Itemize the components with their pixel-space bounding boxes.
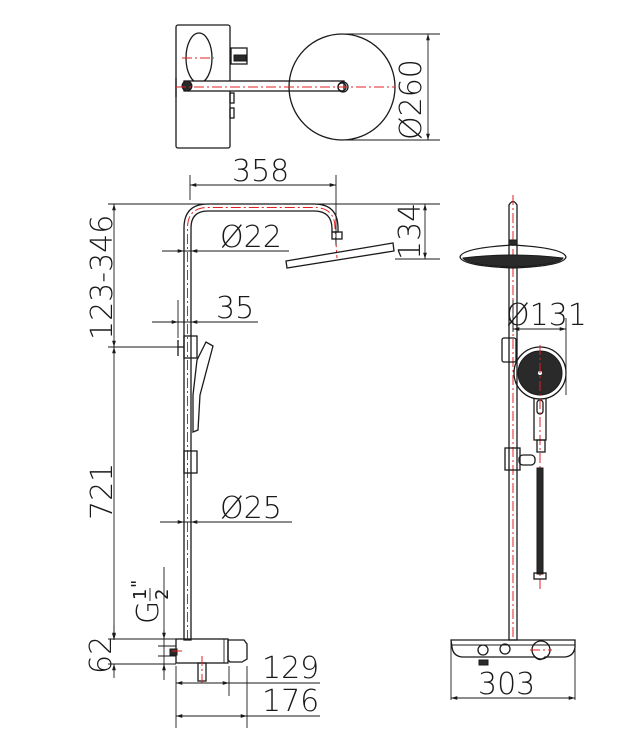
dim-valve-width: 303 — [478, 667, 535, 702]
svg-text:G: G — [131, 601, 166, 624]
bracket-top — [230, 47, 248, 65]
dim-arm-pipe-diameter: Ø22 — [220, 220, 282, 255]
showerhead-side — [285, 242, 395, 269]
dim-inlet-thread: G 1 2 " — [128, 580, 173, 624]
dim-head-drop: 134 — [393, 203, 428, 260]
side-view: 358 134 Ø22 123-346 35 721 — [84, 154, 440, 728]
dim-rail-height: 721 — [85, 463, 120, 520]
valve-knob-side — [227, 639, 248, 663]
dim-height-adjust: 123-346 — [85, 215, 120, 340]
top-view: Ø260 — [175, 24, 440, 149]
dim-wall-offset: 35 — [216, 291, 254, 326]
dim-rail-pipe-diameter: Ø25 — [220, 491, 282, 526]
dim-showerhead-diameter: Ø260 — [394, 59, 429, 140]
arm-top — [183, 80, 345, 92]
svg-text:1: 1 — [130, 589, 151, 600]
dim-valve-total-depth: 176 — [262, 684, 319, 719]
hose-front — [536, 467, 544, 575]
slider-upper-front — [501, 337, 517, 363]
dim-arm-reach: 358 — [232, 154, 289, 189]
front-view: Ø131 303 — [450, 195, 587, 702]
showerhead-front — [459, 244, 567, 269]
handshower-side — [192, 341, 214, 433]
shower-rail-side — [183, 203, 339, 641]
svg-text:": " — [128, 580, 149, 588]
dim-handshower-diameter: Ø131 — [506, 298, 587, 333]
slider-lower-front — [504, 447, 521, 471]
slider-lower-side — [183, 450, 198, 474]
svg-text:2: 2 — [152, 589, 173, 600]
knob-left-front — [477, 644, 489, 656]
valve-front — [450, 639, 576, 661]
dim-valve-height: 62 — [84, 636, 119, 674]
dim-valve-depth: 129 — [262, 651, 319, 686]
knob-mid-front — [499, 643, 511, 655]
